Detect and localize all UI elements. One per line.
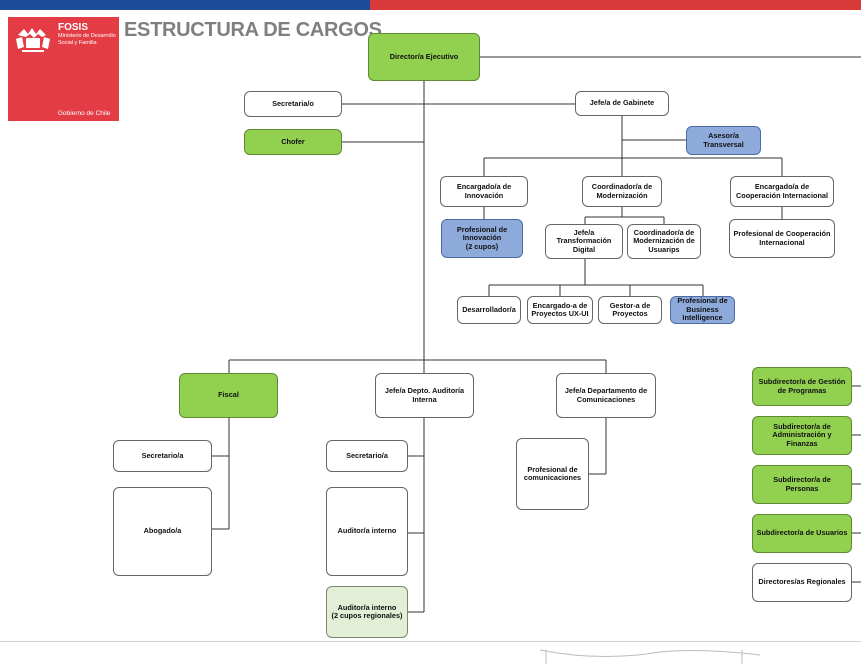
government-emblem-icon (16, 28, 50, 52)
top-bar-blue (0, 0, 370, 10)
node-coordinador-modernizacion-usuarios: Coordinador/a de Modernización de Usuari… (627, 224, 701, 259)
node-secretaria: Secretaria/o (244, 91, 342, 117)
node-profesional-comunicaciones: Profesional de comunicaciones (516, 438, 589, 510)
node-subdireccion-usuarios: Subdirector/a de Usuarios (752, 514, 852, 553)
node-profesional-innovacion: Profesional de Innovación (2 cupos) (441, 219, 523, 258)
logo-brand: FOSIS (58, 22, 89, 33)
node-jefe-comunicaciones: Jefe/a Departamento de Comunicaciones (556, 373, 656, 418)
node-subdireccion-administracion: Subdirector/a de Administración y Finanz… (752, 416, 852, 455)
top-color-bar (0, 0, 861, 10)
node-auditor-regional: Auditor/a interno (2 cupos regionales) (326, 586, 408, 638)
fosis-logo: FOSIS Ministerio de Desarrollo Social y … (8, 17, 119, 121)
node-directores-regionales: Directores/as Regionales (752, 563, 852, 602)
node-abogado: Abogado/a (113, 487, 212, 576)
node-subdireccion-gestion: Subdirector/a de Gestión de Programas (752, 367, 852, 406)
node-subdireccion-personas: Subdirector/a de Personas (752, 465, 852, 504)
node-asesor-transversal: Asesor/a Transversal (686, 126, 761, 155)
node-encargado-innovacion: Encargado/a de Innovación (440, 176, 528, 207)
logo-government: Gobierno de Chile (58, 110, 111, 117)
node-gestor-proyectos: Gestor-a de Proyectos (598, 296, 662, 324)
node-jefe-gabinete: Jefe/a de Gabinete (575, 91, 669, 116)
node-profesional-cooperacion: Profesional de Cooperación Internacional (729, 219, 835, 258)
node-jefe-auditoria: Jefe/a Depto. Auditoría Interna (375, 373, 474, 418)
node-director-ejecutivo: Director/a Ejecutivo (368, 33, 480, 81)
node-jefe-transformacion-digital: Jefe/a Transformación Digital (545, 224, 623, 259)
node-chofer: Chofer (244, 129, 342, 155)
logo-ministry: Ministerio de Desarrollo Social y Famili… (58, 33, 116, 46)
node-secretario-fiscal: Secretario/a (113, 440, 212, 472)
node-encargado-ux-ui: Encargado-a de Proyectos UX-UI (527, 296, 593, 324)
page-title: ESTRUCTURA DE CARGOS (124, 19, 382, 41)
node-encargado-cooperacion: Encargado/a de Cooperación Internacional (730, 176, 834, 207)
top-bar-red (370, 0, 861, 10)
node-auditor-interno: Auditor/a interno (326, 487, 408, 576)
footer-divider (0, 641, 861, 642)
node-secretario-auditoria: Secretario/a (326, 440, 408, 472)
node-profesional-bi: Profesional de Business Intelligence (670, 296, 735, 324)
node-coordinador-modernizacion: Coordinador/a de Modernización (582, 176, 662, 207)
node-fiscal: Fiscal (179, 373, 278, 418)
node-desarrollador: Desarrollador/a (457, 296, 521, 324)
